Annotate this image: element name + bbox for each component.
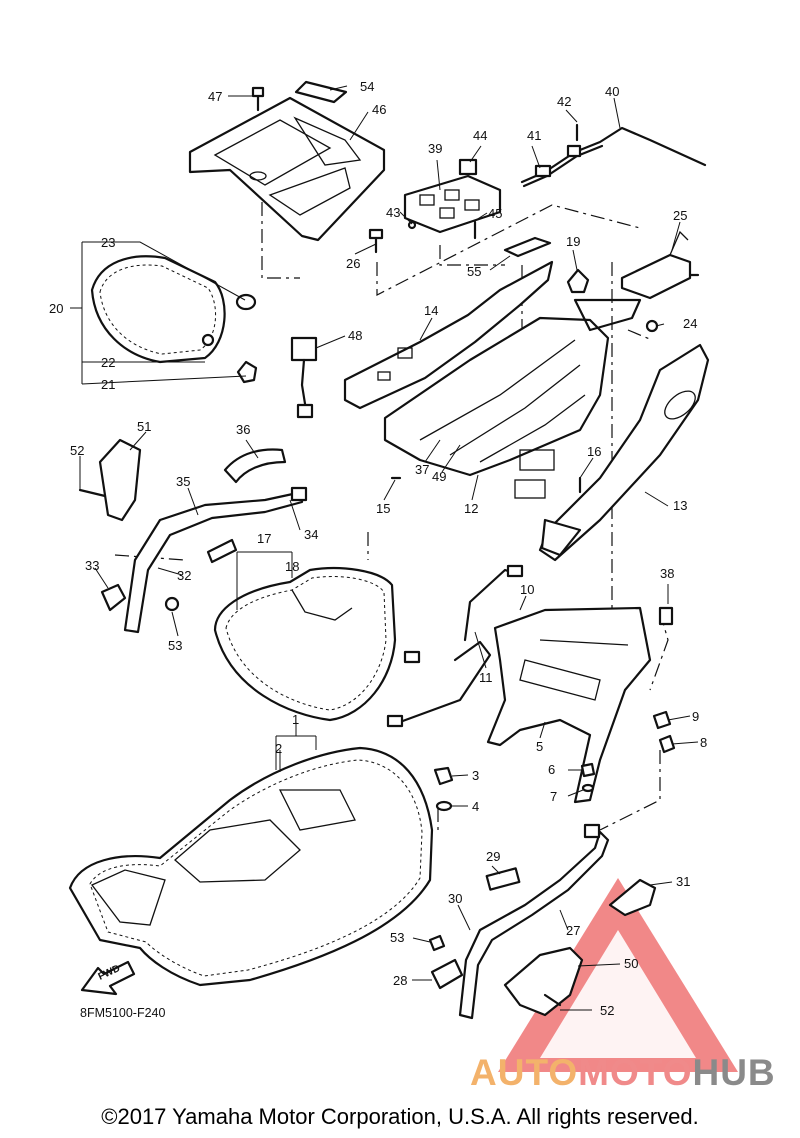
callout-34: 34 <box>304 527 318 542</box>
seat-frame <box>383 268 659 499</box>
rear-carrier <box>188 80 386 242</box>
callout-33: 33 <box>85 558 99 573</box>
callout-6: 6 <box>548 762 555 777</box>
callout-1: 1 <box>292 712 299 727</box>
callout-40: 40 <box>605 84 619 99</box>
callout-25: 25 <box>673 208 687 223</box>
callout-28: 28 <box>393 973 407 988</box>
callout-21: 21 <box>101 377 115 392</box>
leader-lines <box>70 85 699 1011</box>
callout-19: 19 <box>566 234 580 249</box>
callout-43: 43 <box>386 205 400 220</box>
callout-17: 17 <box>257 531 271 546</box>
callout-32: 32 <box>177 568 191 583</box>
callout-49: 49 <box>432 469 446 484</box>
callout-53-left: 53 <box>168 638 182 653</box>
callout-5: 5 <box>536 739 543 754</box>
callout-55: 55 <box>467 264 481 279</box>
callout-52-right: 52 <box>600 1003 614 1018</box>
callout-30: 30 <box>448 891 462 906</box>
callout-13: 13 <box>673 498 687 513</box>
callout-24: 24 <box>683 316 697 331</box>
watermark-brand-text: AUTOMOTOHUB <box>470 1052 776 1094</box>
callout-labels: 47 54 46 39 44 41 42 40 43 45 25 26 55 1… <box>49 79 707 1020</box>
callout-46: 46 <box>372 102 386 117</box>
bracket-plate <box>403 158 502 240</box>
callout-42: 42 <box>557 94 571 109</box>
cover-right <box>503 878 657 1017</box>
callout-4: 4 <box>472 799 479 814</box>
cable-assembly <box>520 123 707 188</box>
grab-rail-left <box>78 486 308 634</box>
callout-27: 27 <box>566 923 580 938</box>
callout-39: 39 <box>428 141 442 156</box>
nut-washer <box>433 762 596 812</box>
callout-47: 47 <box>208 89 222 104</box>
callout-41: 41 <box>527 128 541 143</box>
brand-hub: HUB <box>692 1052 776 1093</box>
callout-37: 37 <box>415 462 429 477</box>
callout-2: 2 <box>275 741 282 756</box>
callout-15: 15 <box>376 501 390 516</box>
brand-moto: MOTO <box>578 1052 693 1093</box>
watermark-logo <box>498 878 738 1072</box>
callout-35: 35 <box>176 474 190 489</box>
callout-29: 29 <box>486 849 500 864</box>
rear-seat <box>213 567 397 722</box>
support-frame <box>486 606 676 804</box>
callout-26: 26 <box>346 256 360 271</box>
callout-7: 7 <box>550 789 557 804</box>
callout-12: 12 <box>464 501 478 516</box>
callout-10: 10 <box>520 582 534 597</box>
bracket-25 <box>620 230 700 300</box>
wiring-harness <box>386 564 524 728</box>
rail-14 <box>343 260 554 410</box>
callout-45: 45 <box>488 206 502 221</box>
cover-51 <box>98 438 142 522</box>
callout-31: 31 <box>676 874 690 889</box>
brand-auto: AUTO <box>470 1052 579 1093</box>
switch-48 <box>290 336 318 419</box>
callout-8: 8 <box>700 735 707 750</box>
callout-48: 48 <box>348 328 362 343</box>
callout-9: 9 <box>692 709 699 724</box>
callout-52: 52 <box>70 443 84 458</box>
callout-11: 11 <box>479 670 493 685</box>
drawing-code: 8FM5100-F240 <box>80 1006 166 1020</box>
callout-22: 22 <box>101 355 115 370</box>
fwd-arrow: FWD <box>80 960 136 996</box>
callout-18: 18 <box>285 559 299 574</box>
callout-51: 51 <box>137 419 151 434</box>
bolt-26 <box>368 228 384 254</box>
callout-16: 16 <box>587 444 601 459</box>
grab-rail-right <box>428 823 610 1020</box>
backrest <box>90 255 258 384</box>
callout-54: 54 <box>360 79 374 94</box>
callout-3: 3 <box>472 768 479 783</box>
main-seat <box>68 746 434 987</box>
callout-53-right: 53 <box>390 930 404 945</box>
callout-36: 36 <box>236 422 250 437</box>
callout-38: 38 <box>660 566 674 581</box>
label-55 <box>503 236 552 258</box>
callout-50: 50 <box>624 956 638 971</box>
callout-14: 14 <box>424 303 438 318</box>
callout-20: 20 <box>49 301 63 316</box>
side-cover-13 <box>538 343 710 562</box>
callout-23: 23 <box>101 235 115 250</box>
copyright-notice: ©2017 Yamaha Motor Corporation, U.S.A. A… <box>101 1104 699 1129</box>
callout-44: 44 <box>473 128 487 143</box>
grommet-36 <box>223 448 287 484</box>
